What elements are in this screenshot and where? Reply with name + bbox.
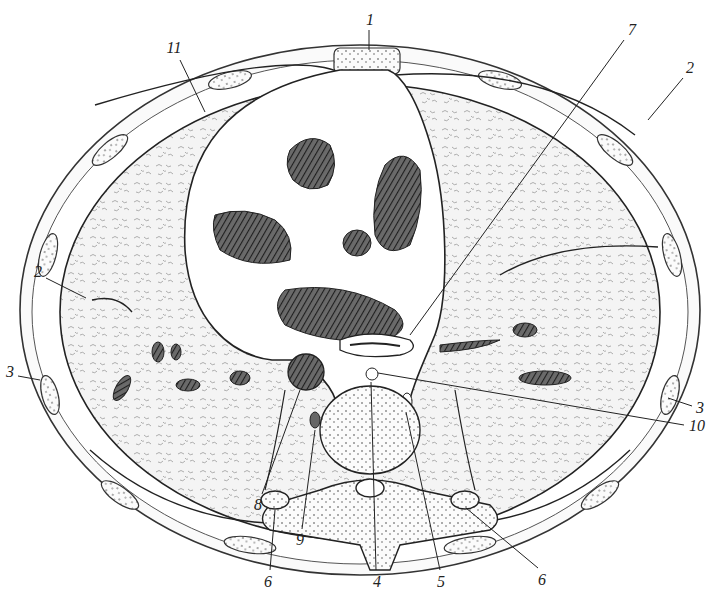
- callout-number: 6: [537, 571, 547, 589]
- callout-number: 2: [33, 263, 43, 281]
- callout-number: 10: [688, 417, 706, 435]
- callout-number: 2: [685, 59, 695, 77]
- callout-number: 5: [436, 573, 446, 591]
- callout-number: 8: [253, 496, 263, 514]
- callout-number: 4: [372, 573, 382, 591]
- callout-number: 7: [627, 21, 637, 39]
- callout-number: 1: [365, 11, 375, 29]
- callout-number: 6: [263, 573, 273, 591]
- callout-number: 9: [295, 531, 305, 549]
- callout-number: 3: [5, 363, 15, 381]
- callout-number: 11: [166, 39, 183, 57]
- callout-number: 3: [695, 399, 705, 417]
